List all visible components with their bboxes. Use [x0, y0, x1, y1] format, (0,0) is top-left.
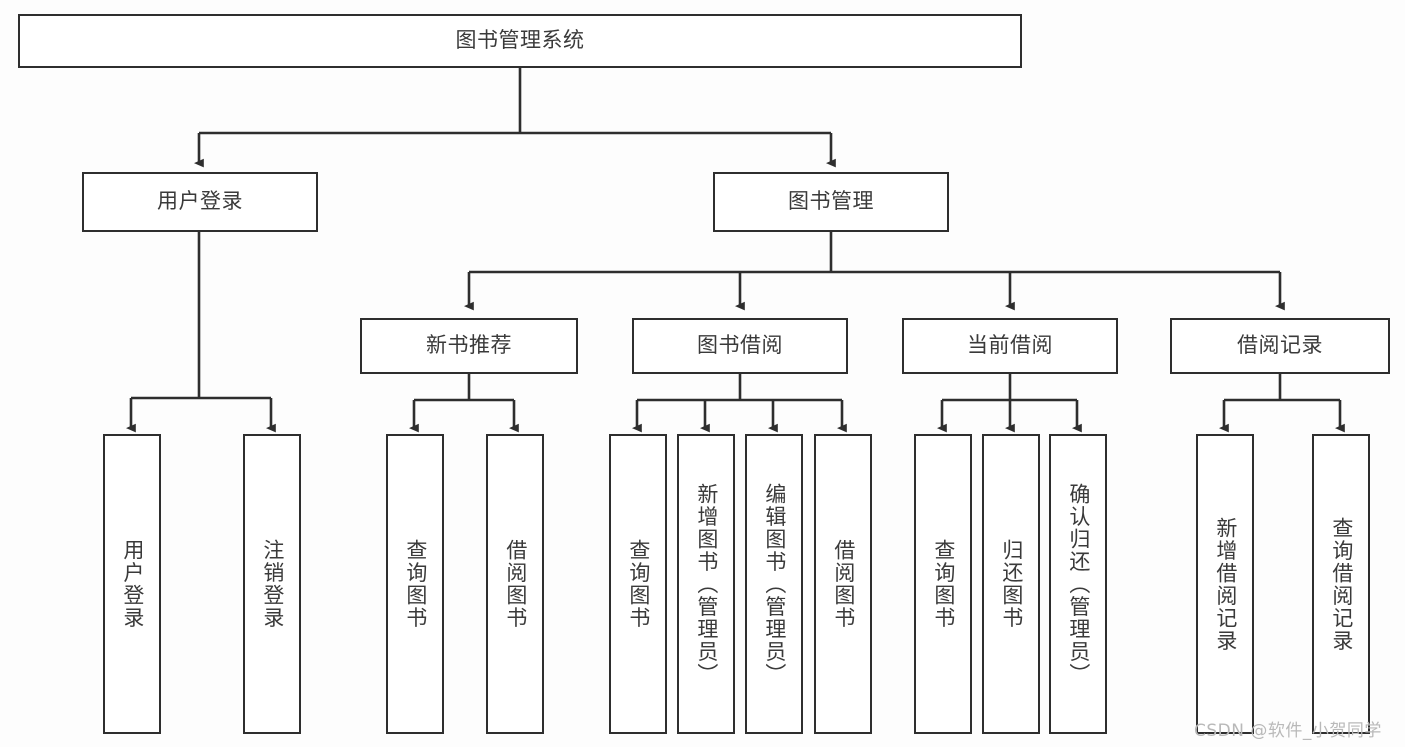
node-label: 查询图书	[931, 539, 956, 629]
node-label: 归还图书	[999, 539, 1024, 629]
node-label: 查询图书	[403, 539, 428, 629]
leaf-query-book-current[interactable]: 查询图书	[914, 434, 972, 734]
leaf-borrow-book-recommend[interactable]: 借阅图书	[486, 434, 544, 734]
leaf-confirm-return-admin[interactable]: 确认归还（管理员）	[1049, 434, 1107, 734]
node-label: 当前借阅	[967, 333, 1053, 358]
node-label: 查询借阅记录	[1329, 516, 1354, 652]
node-label: 用户登录	[120, 539, 145, 629]
node-label: 借阅图书	[503, 539, 528, 629]
node-label: 借阅图书	[831, 539, 856, 629]
leaf-add-borrow-record[interactable]: 新增借阅记录	[1196, 434, 1254, 734]
node-label: 确认归还（管理员）	[1066, 482, 1091, 686]
node-label: 查询图书	[626, 539, 651, 629]
leaf-logout-login[interactable]: 注销登录	[243, 434, 301, 734]
node-current-borrow[interactable]: 当前借阅	[902, 318, 1118, 374]
node-label: 新增图书（管理员）	[694, 482, 719, 686]
node-label: 图书管理系统	[455, 28, 585, 53]
node-user-login[interactable]: 用户登录	[82, 172, 318, 232]
node-new-book-recommend[interactable]: 新书推荐	[360, 318, 578, 374]
leaf-query-book-borrow[interactable]: 查询图书	[609, 434, 667, 734]
leaf-query-book-recommend[interactable]: 查询图书	[386, 434, 444, 734]
leaf-query-borrow-record[interactable]: 查询借阅记录	[1312, 434, 1370, 734]
node-label: 图书管理	[788, 189, 874, 214]
node-label: 注销登录	[260, 539, 285, 629]
node-borrow-record[interactable]: 借阅记录	[1170, 318, 1390, 374]
node-label: 新书推荐	[426, 333, 512, 358]
node-library-management-system[interactable]: 图书管理系统	[18, 14, 1022, 68]
watermark-text: CSDN @软件_小贺同学	[1194, 721, 1382, 741]
node-label: 借阅记录	[1237, 333, 1323, 358]
node-label: 图书借阅	[697, 333, 783, 358]
node-label: 用户登录	[157, 189, 243, 214]
node-label: 新增借阅记录	[1213, 516, 1238, 652]
leaf-user-login[interactable]: 用户登录	[103, 434, 161, 734]
leaf-edit-book-admin[interactable]: 编辑图书（管理员）	[745, 434, 803, 734]
node-label: 编辑图书（管理员）	[762, 482, 787, 686]
leaf-return-book[interactable]: 归还图书	[982, 434, 1040, 734]
node-book-borrow[interactable]: 图书借阅	[632, 318, 848, 374]
node-book-management[interactable]: 图书管理	[713, 172, 949, 232]
leaf-add-book-admin[interactable]: 新增图书（管理员）	[677, 434, 735, 734]
leaf-borrow-book[interactable]: 借阅图书	[814, 434, 872, 734]
